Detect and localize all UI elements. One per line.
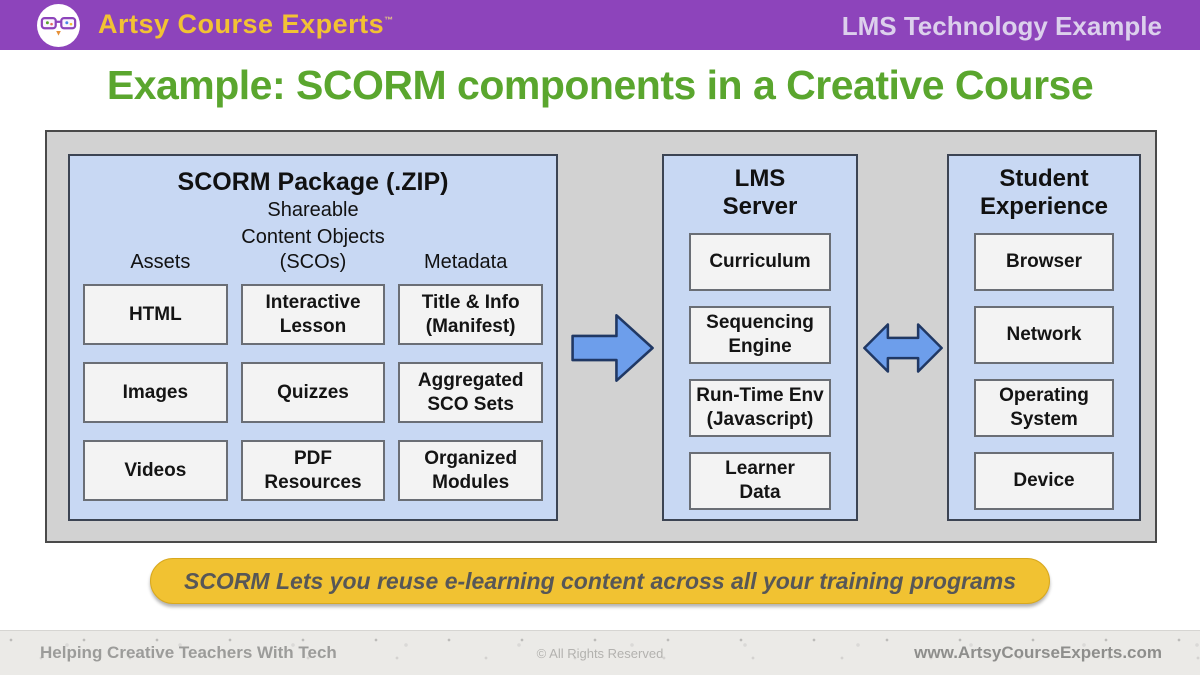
scorm-box-aggregated-sco-sets: Aggregated SCO Sets [398,362,543,423]
lms-server-panel: LMS Server Curriculum Sequencing Engine … [662,154,858,521]
scorm-box-html: HTML [83,284,228,345]
scorm-box-title-info-manifest: Title & Info (Manifest) [398,284,543,345]
lms-title-line1: LMS [734,165,786,192]
student-box-device: Device [974,451,1114,510]
scorm-box-quizzes: Quizzes [240,362,386,423]
page-title: LMS Technology Example [841,11,1162,41]
scorm-subtitle-line2: Content Objects [241,226,385,248]
student-box-network: Network [974,305,1114,364]
trademark-symbol: ™ [384,15,394,25]
student-box-browser: Browser [974,232,1114,291]
scorm-box-images: Images [83,362,228,423]
slide-title: Example: SCORM components in a Creative … [106,62,1094,108]
student-box-operating-system: Operating System [974,378,1114,437]
header-bar: Artsy Course Experts™ LMS Technology Exa… [0,0,1200,50]
scorm-box-videos: Videos [83,440,228,501]
footer-copyright: © All Rights Reserved [536,646,664,661]
assets-column-header: Assets [130,251,191,273]
scorm-box-pdf-resources: PDF Resources [240,440,386,501]
metadata-column-header: Metadata [423,251,508,273]
lms-box-sequencing-engine: Sequencing Engine [689,305,831,364]
takeaway-text: SCORM Lets you reuse e-learning content … [183,567,1017,594]
flow-arrow-bidirectional-icon [861,312,945,389]
diagram-container: SCORM Package (.ZIP) Shareable Content O… [45,130,1157,543]
scorm-panel-title: SCORM Package (.ZIP) [177,168,449,196]
footer-tagline: Helping Creative Teachers With Tech [40,643,337,662]
lms-title-line2: Server [722,193,798,221]
brand-text: Artsy Course Experts [98,9,385,39]
lms-box-curriculum: Curriculum [689,232,831,291]
lms-boxes: Curriculum Sequencing Engine Run-Time En… [664,232,856,510]
lms-panel-title: LMS Server [664,165,856,222]
student-title-line1: Student [999,165,1089,192]
scorm-box-organized-modules: Organized Modules [398,440,543,501]
footer-bar: Helping Creative Teachers With Tech © Al… [0,630,1200,675]
flow-arrow-right-icon [570,308,656,393]
takeaway-banner: SCORM Lets you reuse e-learning content … [150,558,1050,604]
student-boxes: Browser Network Operating System Device [949,232,1139,510]
brand-name: Artsy Course Experts™ [98,9,394,40]
lms-box-runtime-env: Run-Time Env (Javascript) [689,378,831,437]
student-title-line2: Experience [979,193,1109,221]
scorm-package-panel: SCORM Package (.ZIP) Shareable Content O… [68,154,558,521]
scos-column-header: (SCOs) [279,251,347,273]
footer-website: www.ArtsyCourseExperts.com [914,643,1162,662]
student-experience-panel: Student Experience Browser Network Opera… [947,154,1141,521]
owl-logo-icon [37,4,80,47]
scorm-box-interactive-lesson: Interactive Lesson [240,284,386,345]
student-panel-title: Student Experience [949,165,1139,222]
scorm-column-headers: Assets (SCOs) Metadata [70,251,556,274]
lms-box-learner-data: Learner Data [689,451,831,510]
scorm-subtitle-line1: Shareable [267,199,359,221]
scorm-boxes-grid: HTML Interactive Lesson Title & Info (Ma… [70,284,556,501]
